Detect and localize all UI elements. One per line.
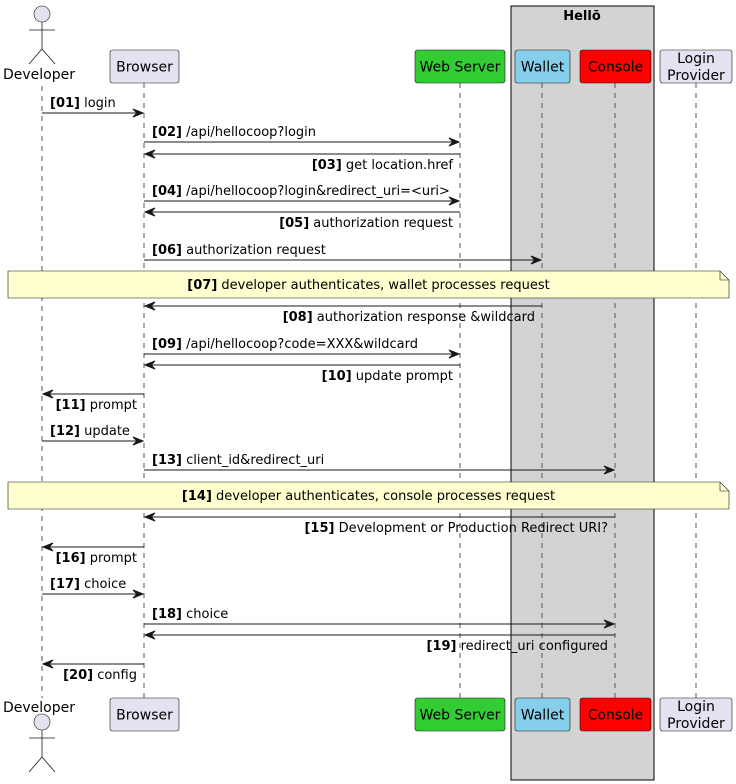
actor-label: Developer xyxy=(3,67,75,83)
message-05: [05] authorization request xyxy=(143,207,460,231)
participant-label: Console xyxy=(588,60,644,76)
arrowhead-icon xyxy=(530,255,543,265)
actor-head-icon xyxy=(33,5,51,23)
arrowhead-icon xyxy=(143,360,156,370)
message-label: [02] /api/hellocoop?login xyxy=(152,125,316,140)
message-10: [10] update prompt xyxy=(143,360,460,384)
participant-label: Provider xyxy=(667,68,725,84)
message-label: [20] config xyxy=(63,668,137,683)
message-label: [18] choice xyxy=(152,607,228,622)
participant-browser-top: Browser xyxy=(109,49,180,84)
arrowhead-icon xyxy=(143,301,156,311)
message-label: [08] authorization response &wildcard xyxy=(283,310,535,325)
message-label: [05] authorization request xyxy=(279,216,453,231)
message-label: [01] login xyxy=(50,96,116,111)
group-label: Hellō xyxy=(563,9,601,24)
message-09: [09] /api/hellocoop?code=XXX&wildcard xyxy=(144,337,461,359)
participant-label: Web Server xyxy=(420,708,501,724)
actor-developer-bottom: Developer xyxy=(3,700,75,773)
participant-webserver-bottom: Web Server xyxy=(414,697,506,732)
arrowhead-icon xyxy=(132,589,145,599)
message-label: [10] update prompt xyxy=(322,369,453,384)
arrowhead-icon xyxy=(603,465,616,475)
participant-webserver-top: Web Server xyxy=(414,49,506,84)
participant-wallet-bottom: Wallet xyxy=(514,697,571,732)
message-20: [20] config xyxy=(41,659,144,683)
participant-wallet-top: Wallet xyxy=(514,49,571,84)
participant-label: Web Server xyxy=(420,60,501,76)
participant-label: Browser xyxy=(116,708,173,724)
note-07: [07] developer authenticates, wallet pro… xyxy=(7,270,730,299)
message-label: [03] get location.href xyxy=(312,158,454,173)
message-label: [09] /api/hellocoop?code=XXX&wildcard xyxy=(152,337,418,352)
message-label: [11] prompt xyxy=(56,398,137,413)
message-19: [19] redirect_uri configured xyxy=(143,630,615,654)
arrowhead-icon xyxy=(143,207,156,217)
group-hello: Hellō xyxy=(510,5,655,781)
arrowhead-icon xyxy=(132,436,145,446)
participant-label: Wallet xyxy=(521,60,565,76)
participant-label: Provider xyxy=(667,716,725,732)
participant-label: Login xyxy=(677,699,715,715)
arrowhead-icon xyxy=(143,630,156,640)
arrowhead-icon xyxy=(41,659,54,669)
arrowhead-icon xyxy=(143,512,156,522)
message-17: [17] choice xyxy=(42,577,145,599)
message-label: [19] redirect_uri configured xyxy=(427,639,609,654)
participant-label: Browser xyxy=(116,60,173,76)
actor-developer-top: Developer xyxy=(3,5,75,83)
message-03: [03] get location.href xyxy=(143,149,460,173)
note-text: [07] developer authenticates, wallet pro… xyxy=(187,278,549,293)
arrowhead-icon xyxy=(448,137,461,147)
message-08: [08] authorization response &wildcard xyxy=(143,301,542,325)
arrowhead-icon xyxy=(603,619,616,629)
message-label: [15] Development or Production Redirect … xyxy=(304,521,608,536)
participant-console-top: Console xyxy=(579,49,652,84)
message-label: [16] prompt xyxy=(56,551,137,566)
note-14: [14] developer authenticates, console pr… xyxy=(7,481,730,510)
message-label: [04] /api/hellocoop?login&redirect_uri=<… xyxy=(152,184,450,199)
participant-label: Console xyxy=(588,708,644,724)
arrowhead-icon xyxy=(448,196,461,206)
message-label: [17] choice xyxy=(50,577,126,592)
message-16: [16] prompt xyxy=(41,542,144,566)
arrowhead-icon xyxy=(143,149,156,159)
arrowhead-icon xyxy=(41,389,54,399)
message-11: [11] prompt xyxy=(41,389,144,413)
message-label: [13] client_id&redirect_uri xyxy=(152,453,324,468)
message-02: [02] /api/hellocoop?login xyxy=(144,125,461,147)
arrowhead-icon xyxy=(132,108,145,118)
message-18: [18] choice xyxy=(144,607,616,629)
participant-label: Login xyxy=(677,51,715,67)
arrowhead-icon xyxy=(41,542,54,552)
arrowhead-icon xyxy=(448,349,461,359)
message-label: [12] update xyxy=(50,424,130,439)
message-13: [13] client_id&redirect_uri xyxy=(144,453,616,475)
participant-browser-bottom: Browser xyxy=(109,697,180,732)
message-15: [15] Development or Production Redirect … xyxy=(143,512,615,536)
participant-console-bottom: Console xyxy=(579,697,652,732)
note-text: [14] developer authenticates, console pr… xyxy=(182,489,555,504)
participant-label: Wallet xyxy=(521,708,565,724)
actor-label: Developer xyxy=(3,700,75,716)
message-12: [12] update xyxy=(42,424,145,446)
actor-head-icon xyxy=(33,713,51,731)
message-06: [06] authorization request xyxy=(144,243,543,265)
message-04: [04] /api/hellocoop?login&redirect_uri=<… xyxy=(144,184,461,206)
message-01: [01] login xyxy=(42,96,145,118)
message-label: [06] authorization request xyxy=(152,243,326,258)
